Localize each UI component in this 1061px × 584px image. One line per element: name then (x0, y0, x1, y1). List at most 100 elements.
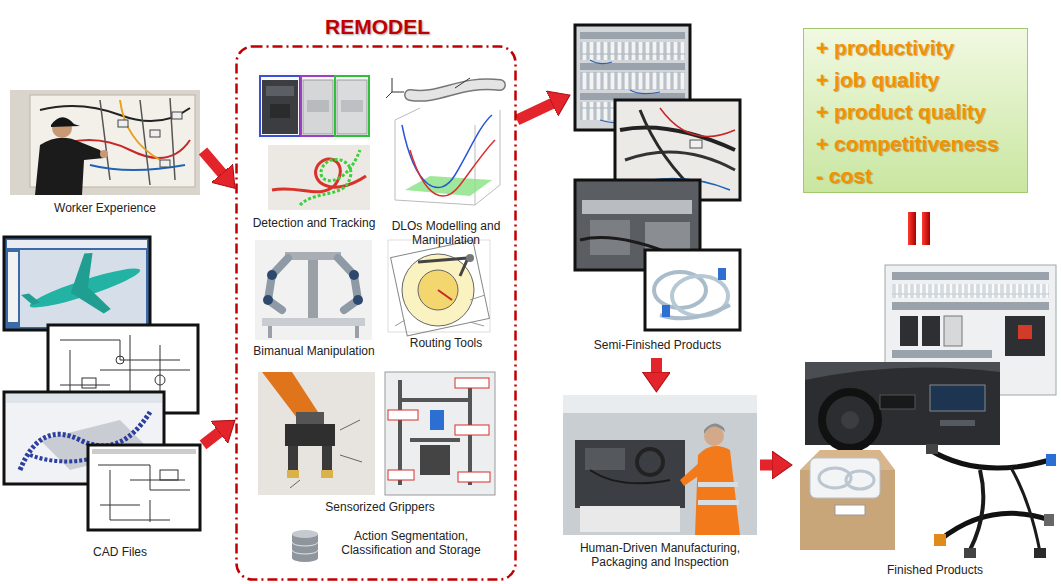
picture-panel: Semi-Finished Products (570, 20, 748, 358)
hose-photo (645, 250, 740, 330)
gripper-image (258, 372, 375, 495)
cabinet-photo (922, 316, 940, 346)
cad-screenshot (71, 282, 112, 321)
cad-screenshot (160, 470, 178, 480)
cable-model-image (410, 84, 500, 96)
flow-arrow (517, 103, 554, 120)
hose-photo (662, 305, 670, 317)
wire-photo (620, 128, 735, 151)
picture-panel: DLOs Modelling and Manipulation (380, 68, 515, 251)
cabinet-photo (1005, 316, 1045, 356)
picture-panel: Human-Driven Manufacturing, Packaging an… (563, 392, 760, 577)
worker-photo (100, 98, 175, 185)
worker-photo (172, 112, 182, 119)
equals-bars (908, 212, 916, 245)
benefit-text: + product quality (816, 99, 1021, 124)
panel-photo (580, 72, 685, 90)
gripper-image (388, 470, 414, 480)
bimanual-robot-image (353, 295, 363, 305)
component-detection-image (335, 76, 369, 136)
cabinet-photo (1018, 325, 1032, 339)
bimanual-robot-image (285, 252, 341, 260)
component-detection-image (341, 100, 363, 112)
equals-bars (908, 212, 930, 245)
dashboard-photo (805, 362, 1000, 448)
hose-photo (660, 305, 730, 318)
picture-panel: Sensorized Grippers (252, 368, 511, 520)
harness-photo (930, 450, 1050, 468)
benefit-text: + productivity (816, 35, 1021, 60)
caption-text: Semi-Finished Products (570, 338, 745, 352)
panel-photo (580, 42, 685, 60)
bimanual-robot-image (263, 295, 273, 305)
cabinet-photo (892, 284, 1049, 298)
routing-tool-image (438, 290, 452, 300)
project-title: REMODEL (315, 14, 440, 39)
database-icon (292, 530, 318, 562)
gripper-image (455, 425, 489, 435)
equals-bars (922, 212, 930, 245)
panel-photo (580, 63, 685, 70)
worker-photo (51, 117, 80, 127)
caption-text: Detection and Tracking (248, 216, 380, 230)
harness-photo (1046, 454, 1056, 466)
cad-screenshot (155, 375, 165, 385)
routing-tool-image (418, 270, 458, 310)
hose-photo (718, 268, 726, 280)
component-detection-image (258, 72, 370, 140)
bimanual-robot-image (349, 270, 359, 280)
routing-tool-image (395, 295, 485, 326)
bimanual-robot-image (262, 318, 365, 326)
benefit-text: + competitiveness (816, 131, 1021, 156)
project-container: REMODELDetection and TrackingDLOs Modell… (235, 45, 517, 581)
packaged-cables-photo (810, 458, 880, 498)
gripper-image (385, 372, 495, 495)
dashboard-photo (880, 395, 915, 409)
packaged-cables-photo (800, 450, 895, 550)
cad-screenshot (98, 465, 190, 522)
routing-tool-image (388, 240, 490, 336)
factory-photo (698, 500, 739, 505)
cable-model-image (386, 78, 404, 98)
cable-plot-image (385, 108, 505, 215)
caption-text: Finished Products (862, 563, 1008, 577)
cad-screenshot (21, 290, 40, 307)
bimanual-robot-image (255, 240, 372, 340)
gripper-image (388, 410, 418, 420)
benefit-text: + job quality (816, 67, 1021, 92)
cable-tracking-image (268, 145, 370, 210)
database-icon (292, 530, 318, 538)
benefits-box: + productivity + job quality + product qua… (803, 28, 1028, 193)
worker-photo (90, 165, 185, 170)
worker-photo (120, 100, 160, 160)
harness-photo (1034, 548, 1046, 558)
worker-photo (160, 160, 170, 167)
hose-photo (645, 250, 740, 330)
cad-screenshot (88, 445, 200, 530)
wire-photo (660, 108, 735, 136)
cad-screenshot (20, 250, 146, 327)
component-detection-image (258, 72, 370, 140)
routing-tool-image (402, 254, 474, 326)
bimanual-robot-image (255, 240, 372, 340)
gripper-image (420, 445, 450, 475)
cabinet-photo (892, 302, 1049, 310)
factory-photo (563, 395, 757, 535)
gripper-image (258, 372, 375, 495)
database-icon (292, 542, 318, 554)
routing-tool-image (391, 240, 490, 336)
cable-tracking-image (300, 150, 360, 205)
worker-photo (10, 90, 200, 195)
factory-photo (580, 506, 680, 532)
worker-photo (35, 138, 104, 195)
packaged-cables-photo (835, 505, 865, 515)
component-detection-image (270, 104, 290, 118)
caption-text: Action Segmentation, Classification and … (325, 529, 497, 558)
routing-tool-image (418, 258, 468, 276)
bimanual-robot-image (268, 326, 272, 338)
cad-screenshot (92, 449, 196, 454)
cable-plot-image (395, 108, 500, 205)
factory-photo (563, 395, 757, 413)
factory-photo (704, 423, 725, 434)
